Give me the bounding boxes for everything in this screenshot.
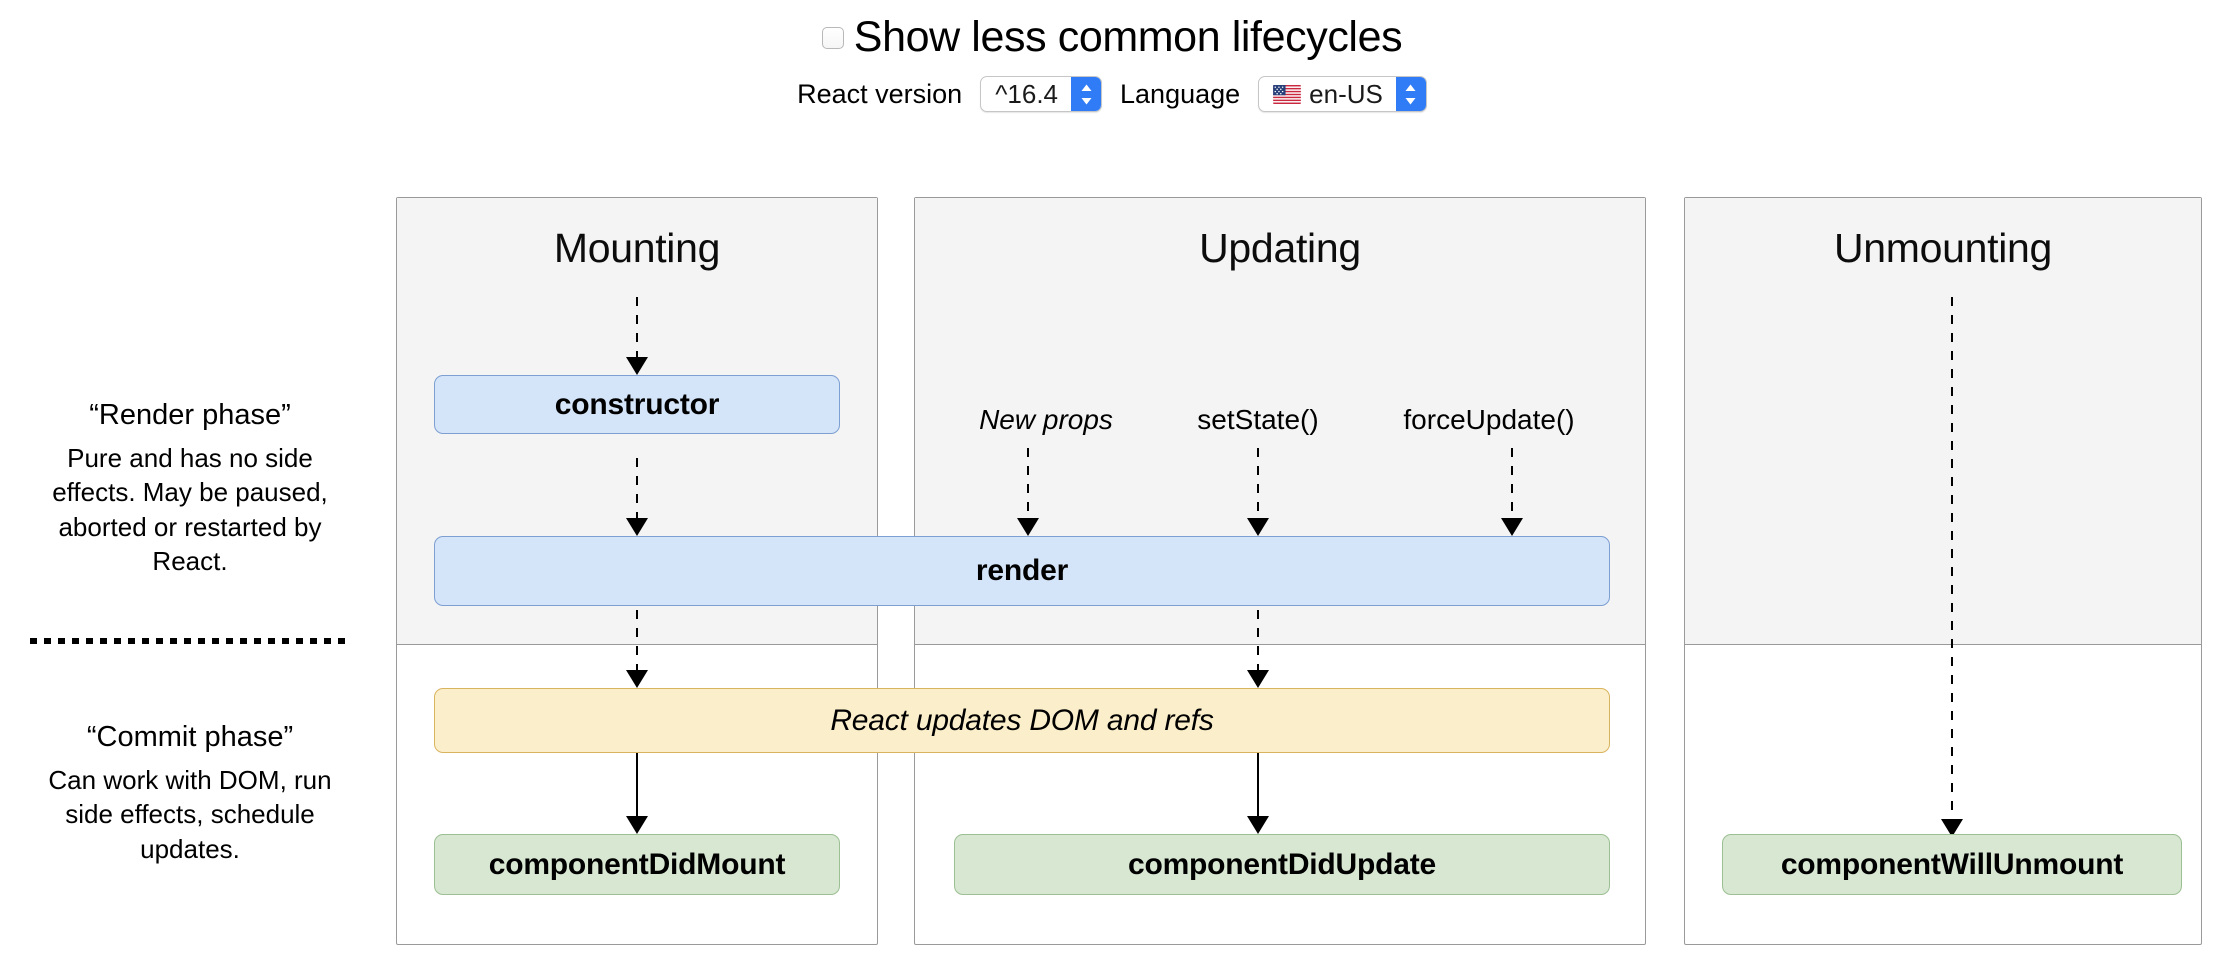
arrow-constructor-to-render <box>626 458 648 536</box>
commit-phase-title: “Commit phase” <box>86 721 294 753</box>
node-component-will-unmount[interactable]: componentWillUnmount <box>1722 834 2182 895</box>
flag-us-icon <box>1273 84 1302 104</box>
node-did-update-label: componentDidUpdate <box>1127 847 1437 881</box>
node-component-did-update[interactable]: componentDidUpdate <box>954 834 1610 895</box>
node-constructor[interactable]: constructor <box>434 375 840 434</box>
controls-bar: Show less common lifecycles React versio… <box>0 0 2224 112</box>
node-constructor-label: constructor <box>554 387 720 421</box>
column-title-unmounting: Unmounting <box>1833 225 2053 271</box>
chevron-up-down-icon[interactable] <box>1071 77 1102 111</box>
node-render-label: render <box>975 554 1069 587</box>
checkbox-icon[interactable] <box>821 26 844 49</box>
phase-divider <box>30 638 352 644</box>
node-did-mount-label: componentDidMount <box>488 847 786 881</box>
arrow-commit-to-did-mount <box>626 752 648 834</box>
node-will-unmount-label: componentWillUnmount <box>1780 847 2124 881</box>
language-value-wrap: en-US <box>1259 77 1396 111</box>
arrow-new-props-to-render <box>1017 448 1039 536</box>
react-version-select[interactable]: ^16.4 <box>980 76 1103 112</box>
node-component-did-mount[interactable]: componentDidMount <box>434 834 840 895</box>
commit-phase-caption: “Commit phase” Can work with DOM, run si… <box>25 721 355 866</box>
selects-row: React version ^16.4 Language <box>0 76 2224 112</box>
react-version-value: ^16.4 <box>995 78 1059 109</box>
language-label: Language <box>1120 78 1241 109</box>
render-phase-title: “Render phase” <box>89 399 291 431</box>
arrow-set-state-to-render <box>1247 448 1269 536</box>
trigger-set-state: setState() <box>1197 404 1319 435</box>
language-select[interactable]: en-US <box>1258 76 1427 112</box>
arrow-force-update-to-render <box>1501 448 1523 536</box>
node-commit-label: React updates DOM and refs <box>830 703 1214 737</box>
checkbox-label: Show less common lifecycles <box>853 13 1403 61</box>
arrow-commit-to-did-update <box>1247 752 1269 834</box>
trigger-new-props: New props <box>979 404 1113 435</box>
column-title-updating: Updating <box>1199 225 1361 271</box>
show-less-common-lifecycles-row[interactable]: Show less common lifecycles <box>0 0 2224 59</box>
chevron-up-down-icon[interactable] <box>1395 77 1426 111</box>
arrow-render-to-commit-updating <box>1247 610 1269 688</box>
column-title-mounting: Mounting <box>553 225 721 271</box>
trigger-force-update: forceUpdate() <box>1403 404 1575 435</box>
render-phase-body: Pure and has no side effects. May be pau… <box>52 442 328 576</box>
node-react-updates-dom-and-refs[interactable]: React updates DOM and refs <box>434 688 1610 753</box>
render-phase-caption: “Render phase” Pure and has no side effe… <box>25 399 355 578</box>
node-render[interactable]: render <box>434 536 1610 606</box>
arrow-unmounting-to-will-unmount <box>1941 297 1963 837</box>
arrow-mounting-to-constructor <box>626 297 648 375</box>
language-value: en-US <box>1309 78 1383 109</box>
unmounting-render-phase-region <box>1685 198 2201 645</box>
commit-phase-body: Can work with DOM, run side effects, sch… <box>48 764 332 864</box>
arrow-render-to-commit-mounting <box>626 610 648 688</box>
react-version-label: React version <box>797 78 963 109</box>
